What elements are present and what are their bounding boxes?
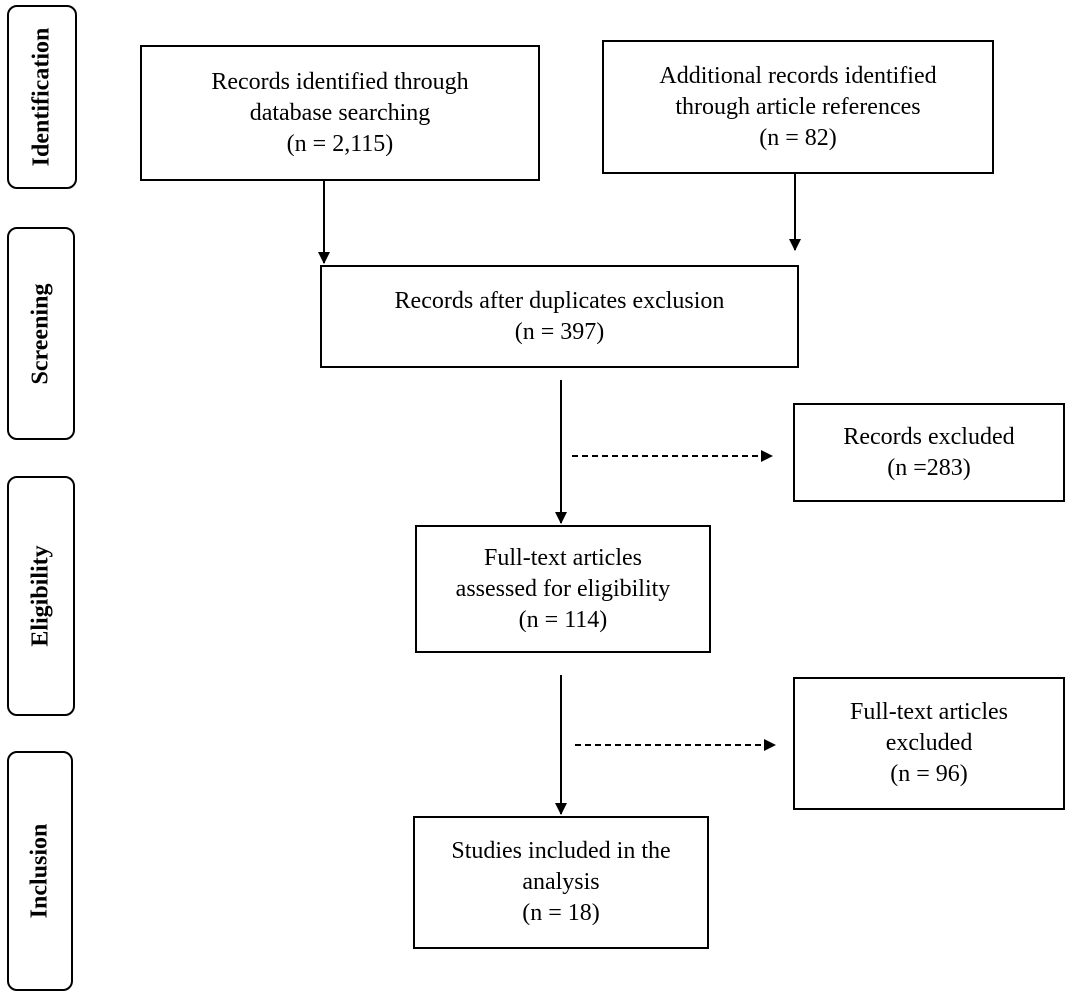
box-database-records: Records identified through database sear… — [140, 45, 540, 181]
box-database-line2: database searching — [249, 99, 431, 126]
box-included-line2: analysis — [522, 869, 600, 895]
box-after-duplicates-count: (n = 397) — [514, 318, 605, 345]
stage-eligibility: Eligibility — [7, 476, 75, 716]
box-database-line1: Records identified through — [211, 68, 469, 95]
stage-screening: Screening — [7, 227, 75, 440]
box-references-count: (n = 82) — [759, 124, 837, 151]
box-references-line1: Additional records identified — [659, 62, 937, 89]
box-studies-included: Studies included in the analysis (n = 18… — [413, 816, 709, 949]
box-references-line2: through article references — [675, 93, 921, 120]
stage-identification: Identification — [7, 5, 77, 189]
stage-inclusion: Inclusion — [7, 751, 73, 991]
box-after-duplicates: Records after duplicates exclusion (n = … — [320, 265, 799, 368]
box-full-text-assessed: Full-text articles assessed for eligibil… — [415, 525, 711, 653]
box-full-text-excluded-count: (n = 96) — [890, 761, 968, 787]
box-database-count: (n = 2,115) — [286, 130, 394, 157]
box-full-text-excluded-line1: Full-text articles — [850, 699, 1008, 725]
box-full-text-assessed-line1: Full-text articles — [484, 544, 642, 571]
box-full-text-excluded: Full-text articles excluded (n = 96) — [793, 677, 1065, 810]
box-full-text-excluded-line2: excluded — [885, 730, 973, 756]
box-included-line1: Studies included in the — [451, 838, 671, 864]
box-records-excluded-count: (n =283) — [887, 454, 971, 481]
box-after-duplicates-line1: Records after duplicates exclusion — [394, 287, 725, 314]
box-reference-records: Additional records identified through ar… — [602, 40, 994, 174]
box-full-text-assessed-line2: assessed for eligibility — [455, 575, 671, 602]
box-records-excluded: Records excluded (n =283) — [793, 403, 1065, 502]
box-full-text-assessed-count: (n = 114) — [518, 606, 608, 633]
box-records-excluded-line1: Records excluded — [843, 423, 1015, 450]
box-included-count: (n = 18) — [522, 900, 600, 926]
